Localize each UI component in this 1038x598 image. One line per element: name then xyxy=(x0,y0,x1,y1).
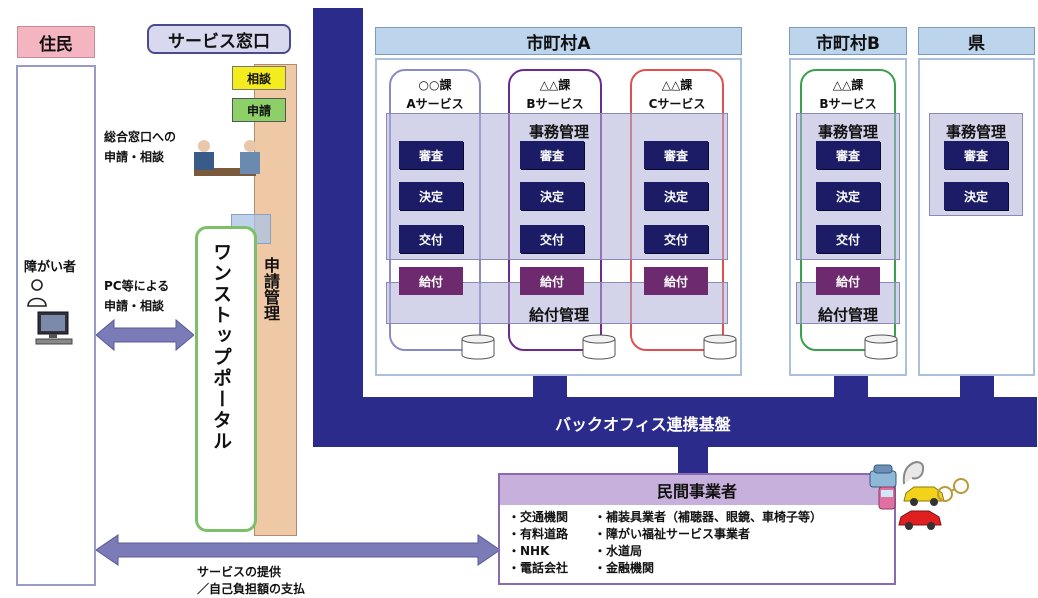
backoffice-platform xyxy=(313,397,1037,447)
portal-box xyxy=(195,226,257,532)
database-icon xyxy=(461,334,495,360)
benefit-management-label-a: 給付管理 xyxy=(528,306,589,324)
dept-b1-service: Bサービス xyxy=(819,97,877,111)
person-icon xyxy=(26,278,48,308)
counter-application-note: 総合窓口への 申請・相談 xyxy=(104,130,177,164)
office-management-label-a: 事務管理 xyxy=(528,123,589,141)
bus-icon xyxy=(878,486,896,512)
backbone-vertical xyxy=(313,8,363,447)
private-row: ・NHK・水道局 xyxy=(508,544,643,558)
portal-label: ワンストップポータル xyxy=(210,242,232,452)
disabled-person-label: 障がい者 xyxy=(24,260,77,275)
decision-pref: 決定 xyxy=(944,182,1008,210)
benefit-a1: 給付 xyxy=(399,267,463,295)
dept-a2-name: △△課 xyxy=(539,78,571,92)
private-row: ・有料道路・障がい福祉サービス事業者 xyxy=(508,527,751,541)
car-icon xyxy=(897,505,943,531)
office-management-label-pref: 事務管理 xyxy=(945,123,1006,141)
apply-management-label: 申請管理 xyxy=(261,257,280,321)
issue-a2: 交付 xyxy=(520,225,584,253)
connector-a xyxy=(533,376,567,398)
benefit-b1: 給付 xyxy=(816,267,880,295)
backoffice-platform-label: バックオフィス連携基盤 xyxy=(555,415,731,434)
private-row: ・交通機関・補装具業者（補聴器、眼鏡、車椅子等） xyxy=(508,510,823,524)
decision-b1: 決定 xyxy=(816,182,880,210)
dept-a3-name: △△課 xyxy=(661,78,693,92)
database-icon xyxy=(864,334,898,360)
pc-double-arrow xyxy=(95,318,195,352)
review-pref: 審査 xyxy=(944,141,1008,169)
review-a1: 審査 xyxy=(399,141,463,169)
benefit-management-label-b: 給付管理 xyxy=(817,306,878,324)
connector-pref xyxy=(960,376,994,398)
glasses-icon xyxy=(936,476,970,506)
municipality-a-header: 市町村A xyxy=(375,27,742,55)
issue-a3: 交付 xyxy=(644,225,708,253)
issue-a1: 交付 xyxy=(399,225,463,253)
benefit-a3: 給付 xyxy=(644,267,708,295)
database-icon xyxy=(582,334,616,360)
review-a2: 審査 xyxy=(520,141,584,169)
decision-a1: 決定 xyxy=(399,182,463,210)
counter-meeting-image xyxy=(178,136,270,188)
taxi-icon xyxy=(902,481,946,507)
review-a3: 審査 xyxy=(644,141,708,169)
private-row: ・電話会社・金融機関 xyxy=(508,561,655,575)
dept-a1-name: ○○課 xyxy=(418,78,452,92)
dept-a3-service: Cサービス xyxy=(648,97,706,111)
service-window-header: サービス窓口 xyxy=(147,24,291,54)
service-window-strip xyxy=(254,64,297,536)
consult-box: 相談 xyxy=(232,66,286,90)
residents-header: 住民 xyxy=(17,26,95,58)
connector-b xyxy=(834,376,868,398)
telephone-icon xyxy=(868,463,898,489)
connector-private xyxy=(678,446,708,474)
database-icon xyxy=(703,334,737,360)
service-double-arrow xyxy=(95,533,501,567)
decision-a2: 決定 xyxy=(520,182,584,210)
review-b1: 審査 xyxy=(816,141,880,169)
issue-b1: 交付 xyxy=(816,225,880,253)
decision-a3: 決定 xyxy=(644,182,708,210)
dept-a1-service: Aサービス xyxy=(406,97,464,111)
service-provision-note: サービスの提供 ／自己負担額の支払 xyxy=(197,565,306,596)
dept-b1-name: △△課 xyxy=(832,78,864,92)
municipality-b-header: 市町村B xyxy=(789,27,907,55)
pc-application-note: PC等による 申請・相談 xyxy=(104,279,170,313)
prefecture-panel xyxy=(918,58,1035,376)
prefecture-header: 県 xyxy=(918,27,1035,55)
dept-a2-service: Bサービス xyxy=(526,97,584,111)
benefit-a2: 給付 xyxy=(520,267,584,295)
hearing-aid-icon xyxy=(900,458,928,488)
office-management-label-b: 事務管理 xyxy=(817,123,878,141)
apply-box: 申請 xyxy=(232,98,286,122)
private-operators-header: 民間事業者 xyxy=(500,475,894,505)
computer-icon xyxy=(34,310,74,346)
private-operators-list: ・交通機関・補装具業者（補聴器、眼鏡、車椅子等） ・有料道路・障がい福祉サービス… xyxy=(508,509,888,577)
